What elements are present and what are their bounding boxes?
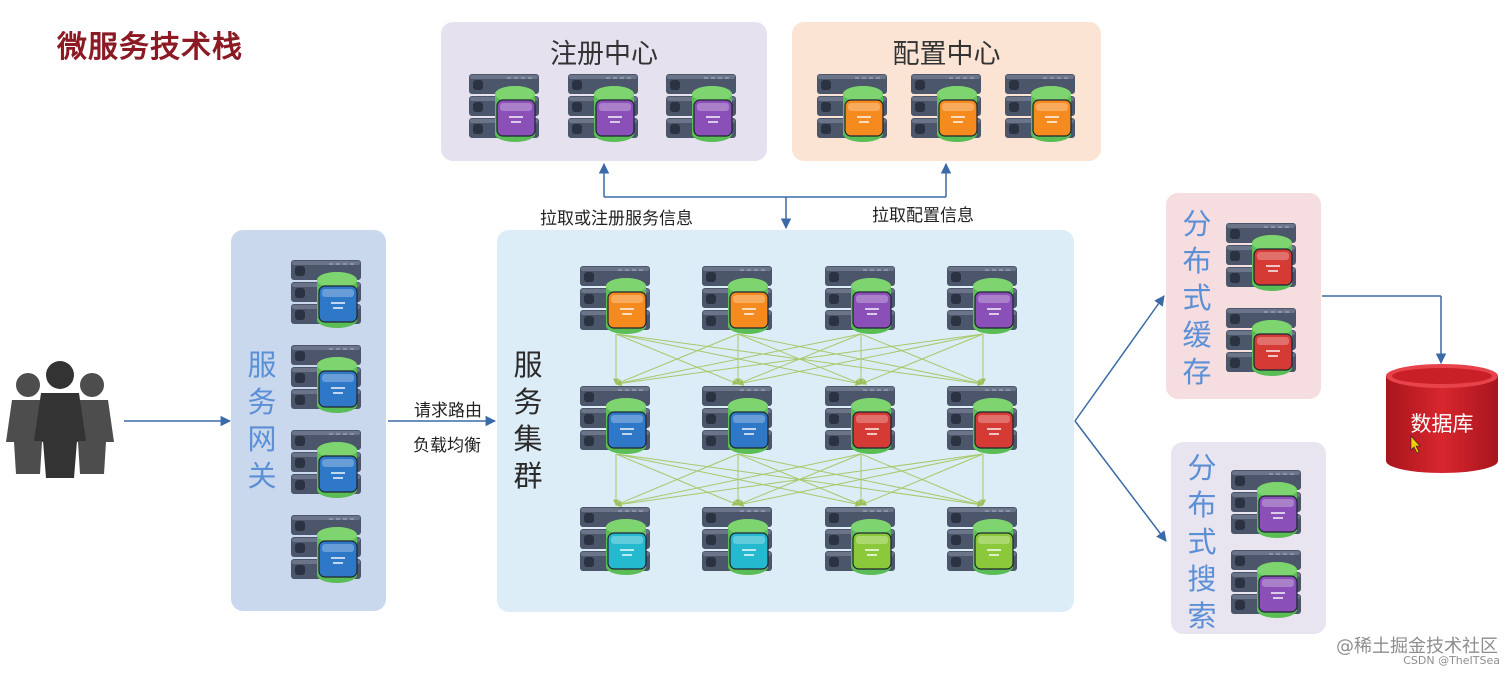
config-server-1 <box>817 74 887 142</box>
label-route-line1: 请求路由 <box>414 401 482 421</box>
search-server-1 <box>1231 470 1301 538</box>
csdn-credit: CSDN @TheITSea <box>1403 654 1500 667</box>
cluster-server-r1-c3 <box>825 266 895 334</box>
cluster-server-r1-c4 <box>947 266 1017 334</box>
gateway-server-2 <box>291 345 361 413</box>
cluster-server-r3-c4 <box>947 507 1017 575</box>
registry-server-2 <box>568 74 638 142</box>
cluster-server-r1-c2 <box>702 266 772 334</box>
cluster-server-r3-c2 <box>702 507 772 575</box>
registry-title: 注册中心 <box>550 39 658 70</box>
cursor-icon <box>1410 435 1421 454</box>
cluster-server-r2-c4 <box>947 386 1017 454</box>
cluster-server-r3-c3 <box>825 507 895 575</box>
gateway-label: 服务网关 <box>247 348 277 493</box>
gateway-server-4 <box>291 515 361 583</box>
gateway-server-3 <box>291 430 361 498</box>
database-label: 数据库 <box>1410 412 1474 436</box>
config-title: 配置中心 <box>892 39 1001 70</box>
arrow-cluster-registry-config <box>598 162 952 230</box>
cluster-server-r2-c1 <box>580 386 650 454</box>
registry-server-1 <box>469 74 539 142</box>
config-server-2 <box>911 74 981 142</box>
cluster-mesh-lines <box>613 333 986 508</box>
cache-server-2 <box>1226 308 1296 376</box>
cluster-server-r3-c1 <box>580 507 650 575</box>
cluster-server-r1-c1 <box>580 266 650 334</box>
cache-server-1 <box>1226 223 1296 291</box>
config-server-3 <box>1005 74 1075 142</box>
cluster-server-r2-c2 <box>702 386 772 454</box>
registry-server-3 <box>666 74 736 142</box>
cluster-server-r2-c3 <box>825 386 895 454</box>
gateway-server-1 <box>291 260 361 328</box>
cache-label: 分布式缓存 <box>1182 207 1212 389</box>
search-label: 分布式搜索 <box>1187 451 1217 633</box>
arrow-cluster-cache <box>1074 295 1165 422</box>
watermark: @稀土掘金技术社区 <box>1336 636 1498 657</box>
label-route-line2: 负载均衡 <box>413 436 481 456</box>
database-icon <box>1386 364 1498 473</box>
label-config-pull: 拉取配置信息 <box>872 206 974 226</box>
users-icon <box>6 361 114 478</box>
search-server-2 <box>1231 550 1301 618</box>
diagram-title: 微服务技术栈 <box>57 30 243 65</box>
servers-group <box>291 74 1301 618</box>
label-register-pull: 拉取或注册服务信息 <box>540 209 693 229</box>
arrow-cache-database <box>1322 295 1447 365</box>
arrow-cluster-search <box>1074 420 1167 542</box>
cluster-label: 服务集群 <box>513 348 543 493</box>
